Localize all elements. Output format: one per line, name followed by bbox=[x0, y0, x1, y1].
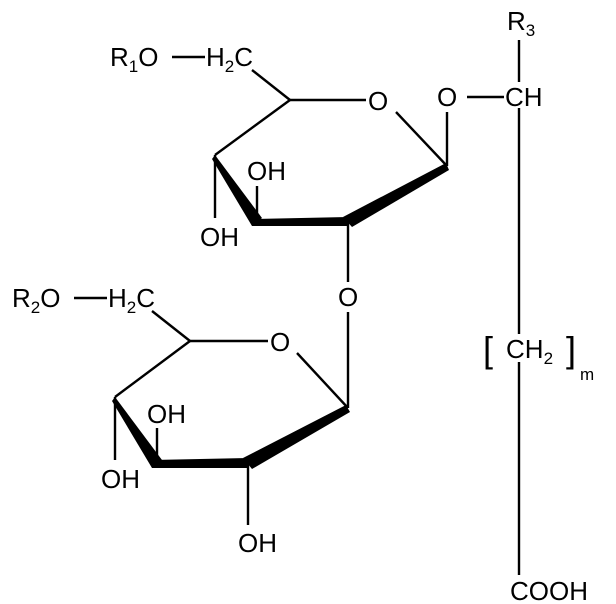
bond-ringO-c1-upper bbox=[395, 111, 448, 167]
ring1-oh-lower-label: OH bbox=[200, 222, 239, 252]
bond-ch2-c5-lower bbox=[151, 310, 191, 342]
r2-substituent-label: R2O bbox=[12, 283, 60, 317]
ring2-oh-upper-label: OH bbox=[147, 399, 186, 429]
ring1-oh-upper-label: OH bbox=[247, 156, 286, 186]
wedge-c3-c2-upper bbox=[252, 217, 348, 226]
wedge-c2-c1-lower bbox=[243, 405, 350, 469]
chain-open-bracket: [ bbox=[483, 329, 493, 370]
r1-substituent-label: R1O bbox=[110, 42, 158, 76]
lower-sugar-ring: R2O H2C O OH OH OH bbox=[12, 283, 350, 558]
carboxyl-label: COOH bbox=[510, 576, 588, 604]
ring2-oxygen-label: O bbox=[270, 327, 290, 357]
bond-ch2-c5-upper bbox=[251, 69, 291, 101]
chain-ch2-label: CH2 bbox=[506, 334, 553, 368]
chain-repeat-label: m bbox=[580, 365, 594, 384]
wedge-c2-c1-upper bbox=[343, 163, 449, 227]
wedge-c4-c3-lower bbox=[112, 397, 162, 468]
r2-ch2-label: H2C bbox=[108, 283, 155, 317]
wedge-c4-c3-upper bbox=[212, 155, 262, 226]
r1-ch2-label: H2C bbox=[206, 42, 253, 76]
ch-label: CH bbox=[505, 82, 543, 112]
aglycone-chain: R3 [ CH2 ] m COOH bbox=[483, 6, 594, 604]
ring2-oh-lower-label: OH bbox=[101, 464, 140, 494]
ring1-oxygen-label: O bbox=[368, 86, 388, 116]
bond-ringO-c1-lower bbox=[296, 352, 349, 409]
glycosidic-oxygen-label: O bbox=[437, 82, 457, 112]
bond-c5-c4-upper bbox=[214, 99, 291, 156]
linking-oxygen-label: O bbox=[338, 282, 358, 312]
r3-substituent-label: R3 bbox=[507, 6, 535, 40]
wedge-c3-c2-lower bbox=[152, 458, 248, 468]
ring2-oh-bottom-label: OH bbox=[238, 528, 277, 558]
bond-c5-c4-lower bbox=[114, 340, 191, 398]
upper-sugar-ring: R1O H2C O O CH OH OH O bbox=[110, 42, 543, 312]
chain-close-bracket: ] bbox=[566, 329, 576, 370]
